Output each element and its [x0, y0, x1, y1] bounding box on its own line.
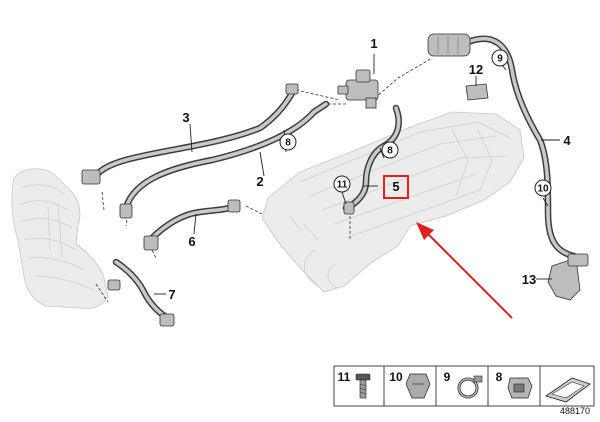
- callout-12: 12: [469, 62, 483, 77]
- callout-3: 3: [182, 110, 189, 125]
- filter-canister: [427, 33, 471, 57]
- hose-5: [342, 104, 402, 212]
- legend-num-8: 8: [496, 370, 503, 384]
- gasket-icon: [545, 377, 591, 403]
- clip-icon: [405, 373, 431, 399]
- svg-text:11: 11: [337, 180, 348, 191]
- hose-2: [122, 100, 330, 212]
- screw-icon: [355, 373, 371, 399]
- callout-7: 7: [168, 287, 175, 302]
- valve-1: [337, 69, 379, 109]
- assembly-lines: [95, 57, 474, 303]
- callout-2: 2: [256, 174, 263, 189]
- callout-6: 6: [188, 234, 195, 249]
- legend-num-10: 10: [389, 370, 403, 384]
- callout-5: 5: [392, 179, 399, 194]
- circled-callout-9: 9: [491, 49, 509, 67]
- diagram-number: 488170: [560, 406, 590, 416]
- highlight-arrow: [416, 222, 513, 319]
- hose-7: [112, 258, 174, 324]
- svg-text:8: 8: [285, 138, 291, 149]
- svg-text:9: 9: [497, 54, 503, 65]
- legend-num-11: 11: [338, 370, 351, 384]
- circled-callout-11: 11: [333, 175, 351, 193]
- damper-12: [465, 83, 489, 101]
- hose-4: [464, 35, 578, 260]
- circled-callout-8-left: 8: [279, 133, 297, 151]
- callout-13: 13: [522, 272, 536, 287]
- turbocharger-ghost: [11, 168, 109, 309]
- svg-text:10: 10: [537, 184, 549, 195]
- hose-6: [146, 202, 240, 244]
- bracket-13: [547, 253, 589, 301]
- bracket-clip-icon: [507, 377, 533, 399]
- hose-3: [92, 86, 298, 180]
- callout-4: 4: [563, 133, 571, 148]
- circled-callout-10: 10: [534, 179, 552, 197]
- circled-callout-8-right: 8: [381, 141, 399, 159]
- intake-manifold-ghost: [261, 111, 525, 293]
- svg-text:8: 8: [387, 146, 393, 157]
- legend-num-9: 9: [444, 370, 451, 384]
- hose-clamp-icon: [457, 375, 483, 399]
- connectors: [81, 83, 355, 327]
- highlight-box: [383, 175, 409, 199]
- callout-1: 1: [370, 36, 377, 51]
- legend-strip: 11 10 9 8: [333, 365, 595, 407]
